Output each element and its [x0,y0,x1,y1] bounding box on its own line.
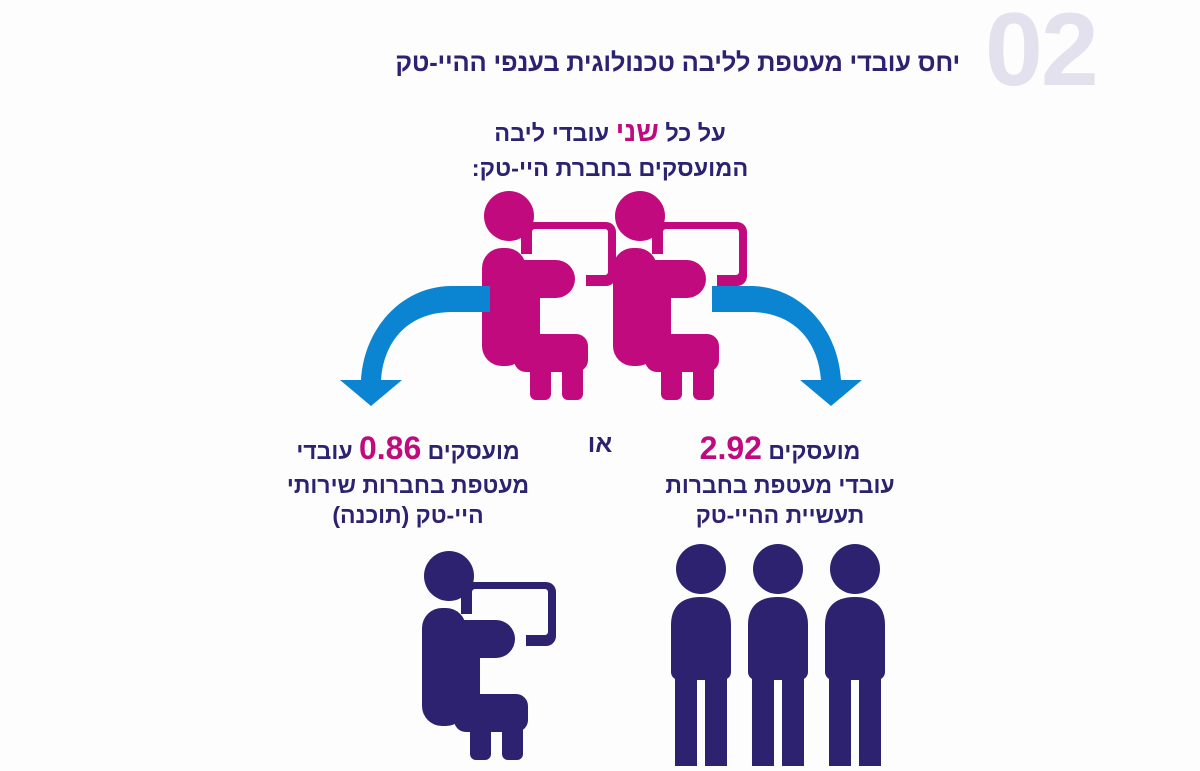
stat-suffix-line2: היי-טק (תוכנה) [332,502,484,529]
person-at-desk-icon [482,191,616,400]
top-icon-group-two-core-workers [468,188,747,400]
stat-prefix-tail: עובדי [296,438,353,464]
stat-suffix-line1: עובדי מעטפת בחברות [665,471,895,498]
stat-suffix-line1: מעטפת בחברות שירותי [286,471,530,498]
bottom-icon-group-industry [664,540,896,766]
curved-arrow-down-right [712,284,862,406]
curved-arrow-down-left-icon [340,286,490,406]
standing-person-icon [825,544,885,766]
stat-hitech-services: מועסקים 0.86 עובדי מעטפת בחברות שירותי ה… [258,427,558,531]
subtitle-line2: המועסקים בחברת היי-טק: [471,154,749,181]
person-at-desk-icon-pair [482,191,747,400]
stat-suffix-line2: תעשיית ההיי-טק [695,502,865,529]
standing-people-icon-group [671,544,885,766]
curved-arrow-down-left [340,284,490,406]
bottom-icon-group-services [408,548,568,760]
or-connector-label: או [587,430,613,458]
stat-prefix: מועסקים [427,438,520,464]
stat-prefix: מועסקים [768,438,861,464]
person-at-desk-icon [422,551,556,760]
subtitle-line1-after: עובדי ליבה [494,120,610,146]
page-title: יחס עובדי מעטפת לליבה טכנולוגית בענפי הה… [395,49,960,77]
standing-person-icon [671,544,731,766]
subtitle-highlight: שני [615,116,659,147]
person-at-desk-icon [613,191,747,400]
stat-value: 2.92 [699,430,762,466]
curved-arrow-down-right-icon [712,286,862,406]
subtitle-line1-before: על כל [665,120,726,146]
stat-hitech-industry: מועסקים 2.92 עובדי מעטפת בחברות תעשיית ה… [630,427,930,531]
standing-person-icon [748,544,808,766]
stat-value: 0.86 [358,430,422,466]
section-number: 02 [985,0,1099,108]
subtitle: על כל שני עובדי ליבה המועסקים בחברת היי-… [445,112,775,185]
